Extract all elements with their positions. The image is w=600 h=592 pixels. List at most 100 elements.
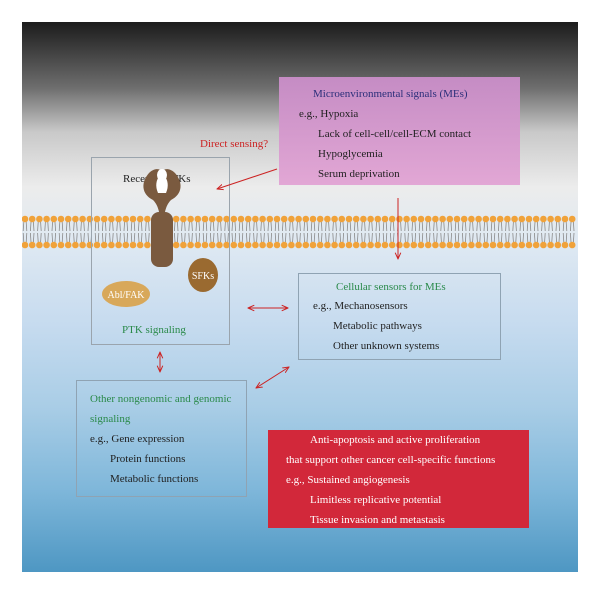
phospholipid [230,215,238,249]
phospholipid [453,215,461,249]
phospholipid [568,215,576,249]
phospholipid [561,215,569,249]
phospholipid [331,215,338,249]
outcome-line: that support other cancer cell-specific … [286,454,496,466]
phospholipid [424,215,432,249]
abl-fak-kinase-icon: Abl/FAK [102,281,150,307]
genomic-item: Protein functions [110,453,186,465]
microenvironmental-signals-box: Microenvironmental signals (MEs) e.g., H… [279,77,520,185]
sensor-item: Metabolic pathways [333,320,422,332]
phospholipid [108,215,115,249]
phospholipid [302,215,310,249]
diagram-overlay: SFKs Abl/FAK [102,168,578,572]
phospholipid [79,215,86,249]
phospholipid [504,215,511,249]
phospholipid [223,215,230,249]
phospholipid [288,215,295,249]
phospholipid [237,215,245,249]
receptor-ptk-icon [143,169,181,267]
phospholipid [201,215,209,249]
cellular-sensors-box: Cellular sensors for MEs e.g., Mechanose… [298,273,501,360]
sensor-item: e.g., Mechanosensors [313,300,408,312]
direct-sensing-label: Direct sensing? [200,138,269,150]
phospholipid [100,215,108,249]
mes-item: e.g., Hypoxia [299,108,359,120]
sensors-title: Cellular sensors for MEs [336,281,446,293]
mes-item: Serum deprivation [318,168,400,180]
phospholipid [489,215,497,249]
cancer-outcomes-box: Anti-apoptosis and active proliferation … [268,430,529,528]
phospholipid [338,215,346,249]
abl-fak-label: Abl/FAK [107,290,145,301]
ptk-signaling-label: PTK signaling [122,324,186,336]
sensor-item: Other unknown systems [333,340,440,352]
phospholipid [187,215,194,249]
outcome-line: e.g., Sustained angiogenesis [286,474,410,486]
phospholipid [115,215,122,249]
phospholipid [360,215,367,249]
sfk-label: SFKs [192,271,214,282]
phospholipid [295,215,302,249]
phospholipid [309,215,317,249]
phospholipid [129,215,137,249]
phospholipid [122,215,130,249]
phospholipid [50,215,58,249]
phospholipid [432,215,439,249]
phospholipid [144,215,151,249]
phospholipid [36,215,43,249]
phospholipid [468,215,475,249]
outcome-line: Tissue invasion and metastasis [310,514,445,526]
phospholipid [280,215,288,249]
phospholipid [259,215,266,249]
genomic-title-line2: signaling [90,413,131,425]
phospholipid [475,215,482,249]
phospholipid [43,215,50,249]
phospholipid [252,215,259,249]
phospholipid [266,215,274,249]
phospholipid [374,215,382,249]
phospholipid [28,215,36,249]
phospholipid [482,215,490,249]
phospholipid [172,215,180,249]
phospholipid [194,215,202,249]
phospholipid [22,215,29,249]
phospholipid [367,215,374,249]
phospholipid [57,215,65,249]
outcome-line: Anti-apoptosis and active proliferation [310,434,481,446]
phospholipid [208,215,216,249]
mes-item: Lack of cell-cell/cell-ECM contact [318,128,472,140]
phospholipid [439,215,446,249]
genomic-item: e.g., Gene expression [90,433,185,445]
phospholipid [417,215,425,249]
outcome-line: Limitless replicative potential [310,494,442,506]
phospholipid [511,215,518,249]
phospholipid [518,215,526,249]
phospholipid [525,215,533,249]
phospholipid [388,215,396,249]
phospholipid [136,215,144,249]
sensors-genomic-double-arrow [256,367,289,388]
phospholipid [410,215,418,249]
phospholipid [540,215,547,249]
phospholipid [316,215,324,249]
phospholipid [64,215,72,249]
phospholipid [324,215,331,249]
phospholipid [352,215,360,249]
mes-title: Microenvironmental signals (MEs) [313,88,468,100]
phospholipid [345,215,353,249]
phospholipid [496,215,504,249]
phospholipid [381,215,389,249]
phospholipid [532,215,540,249]
phospholipid [216,215,223,249]
phospholipid [93,215,101,249]
genomic-title-line1: Other nongenomic and genomic [90,393,232,405]
direct-sensing-arrow [217,168,278,189]
phospholipid [273,215,281,249]
phospholipid [460,215,468,249]
phospholipid [180,215,187,249]
sfk-kinase-icon: SFKs [188,258,218,292]
phospholipid [554,215,562,249]
mes-item: Hypoglycemia [318,148,383,160]
phospholipid [72,215,79,249]
phospholipid [446,215,454,249]
